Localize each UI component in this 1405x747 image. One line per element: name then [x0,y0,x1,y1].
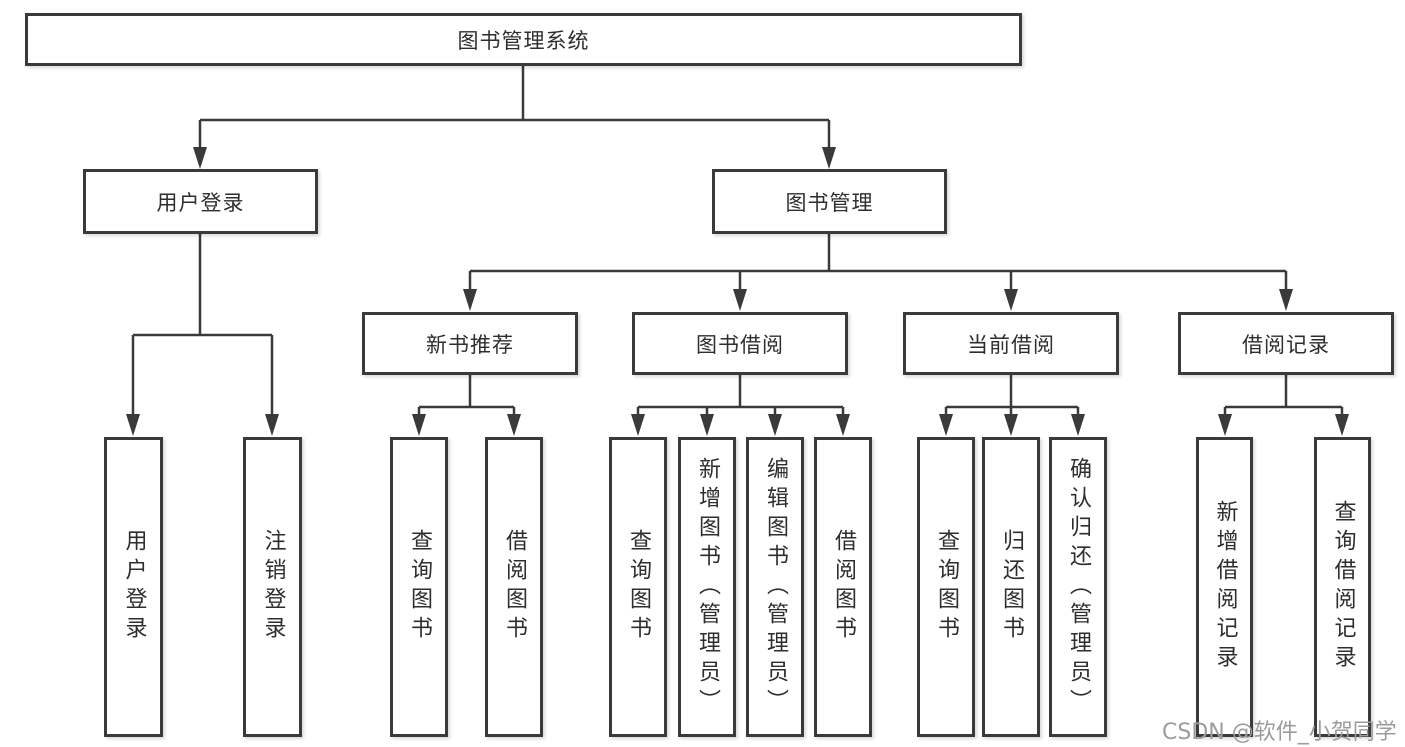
leaf-add-books-admin: 新增图书（管理员） [678,437,736,737]
leaf-user-login: 用户登录 [104,437,163,737]
leaf-query-books-current: 查询图书 [917,437,975,737]
node-user-login: 用户登录 [83,169,318,234]
leaf-query-borrow-record: 查询借阅记录 [1314,437,1371,737]
leaf-edit-books-admin: 编辑图书（管理员） [746,437,804,737]
leaf-borrow-books-borrowing: 借阅图书 [814,437,872,737]
csdn-watermark: CSDN @软件_小贺同学 [1162,720,1397,745]
leaf-confirm-return-admin: 确认归还（管理员） [1049,437,1107,737]
leaf-logout-login: 注销登录 [243,437,302,737]
node-book-management: 图书管理 [712,169,947,234]
leaf-return-books: 归还图书 [982,437,1040,737]
node-new-book-recommendation: 新书推荐 [362,312,578,375]
node-book-borrowing: 图书借阅 [632,312,848,375]
leaf-borrow-books-recommend: 借阅图书 [485,437,543,737]
node-library-management-system: 图书管理系统 [25,13,1022,66]
node-current-borrowing: 当前借阅 [903,312,1119,375]
node-borrowing-records: 借阅记录 [1178,312,1394,375]
arrowheads [126,147,1349,436]
leaf-query-books-borrowing: 查询图书 [609,437,667,737]
leaf-add-borrow-record: 新增借阅记录 [1196,437,1253,737]
leaf-query-books-recommend: 查询图书 [390,437,448,737]
